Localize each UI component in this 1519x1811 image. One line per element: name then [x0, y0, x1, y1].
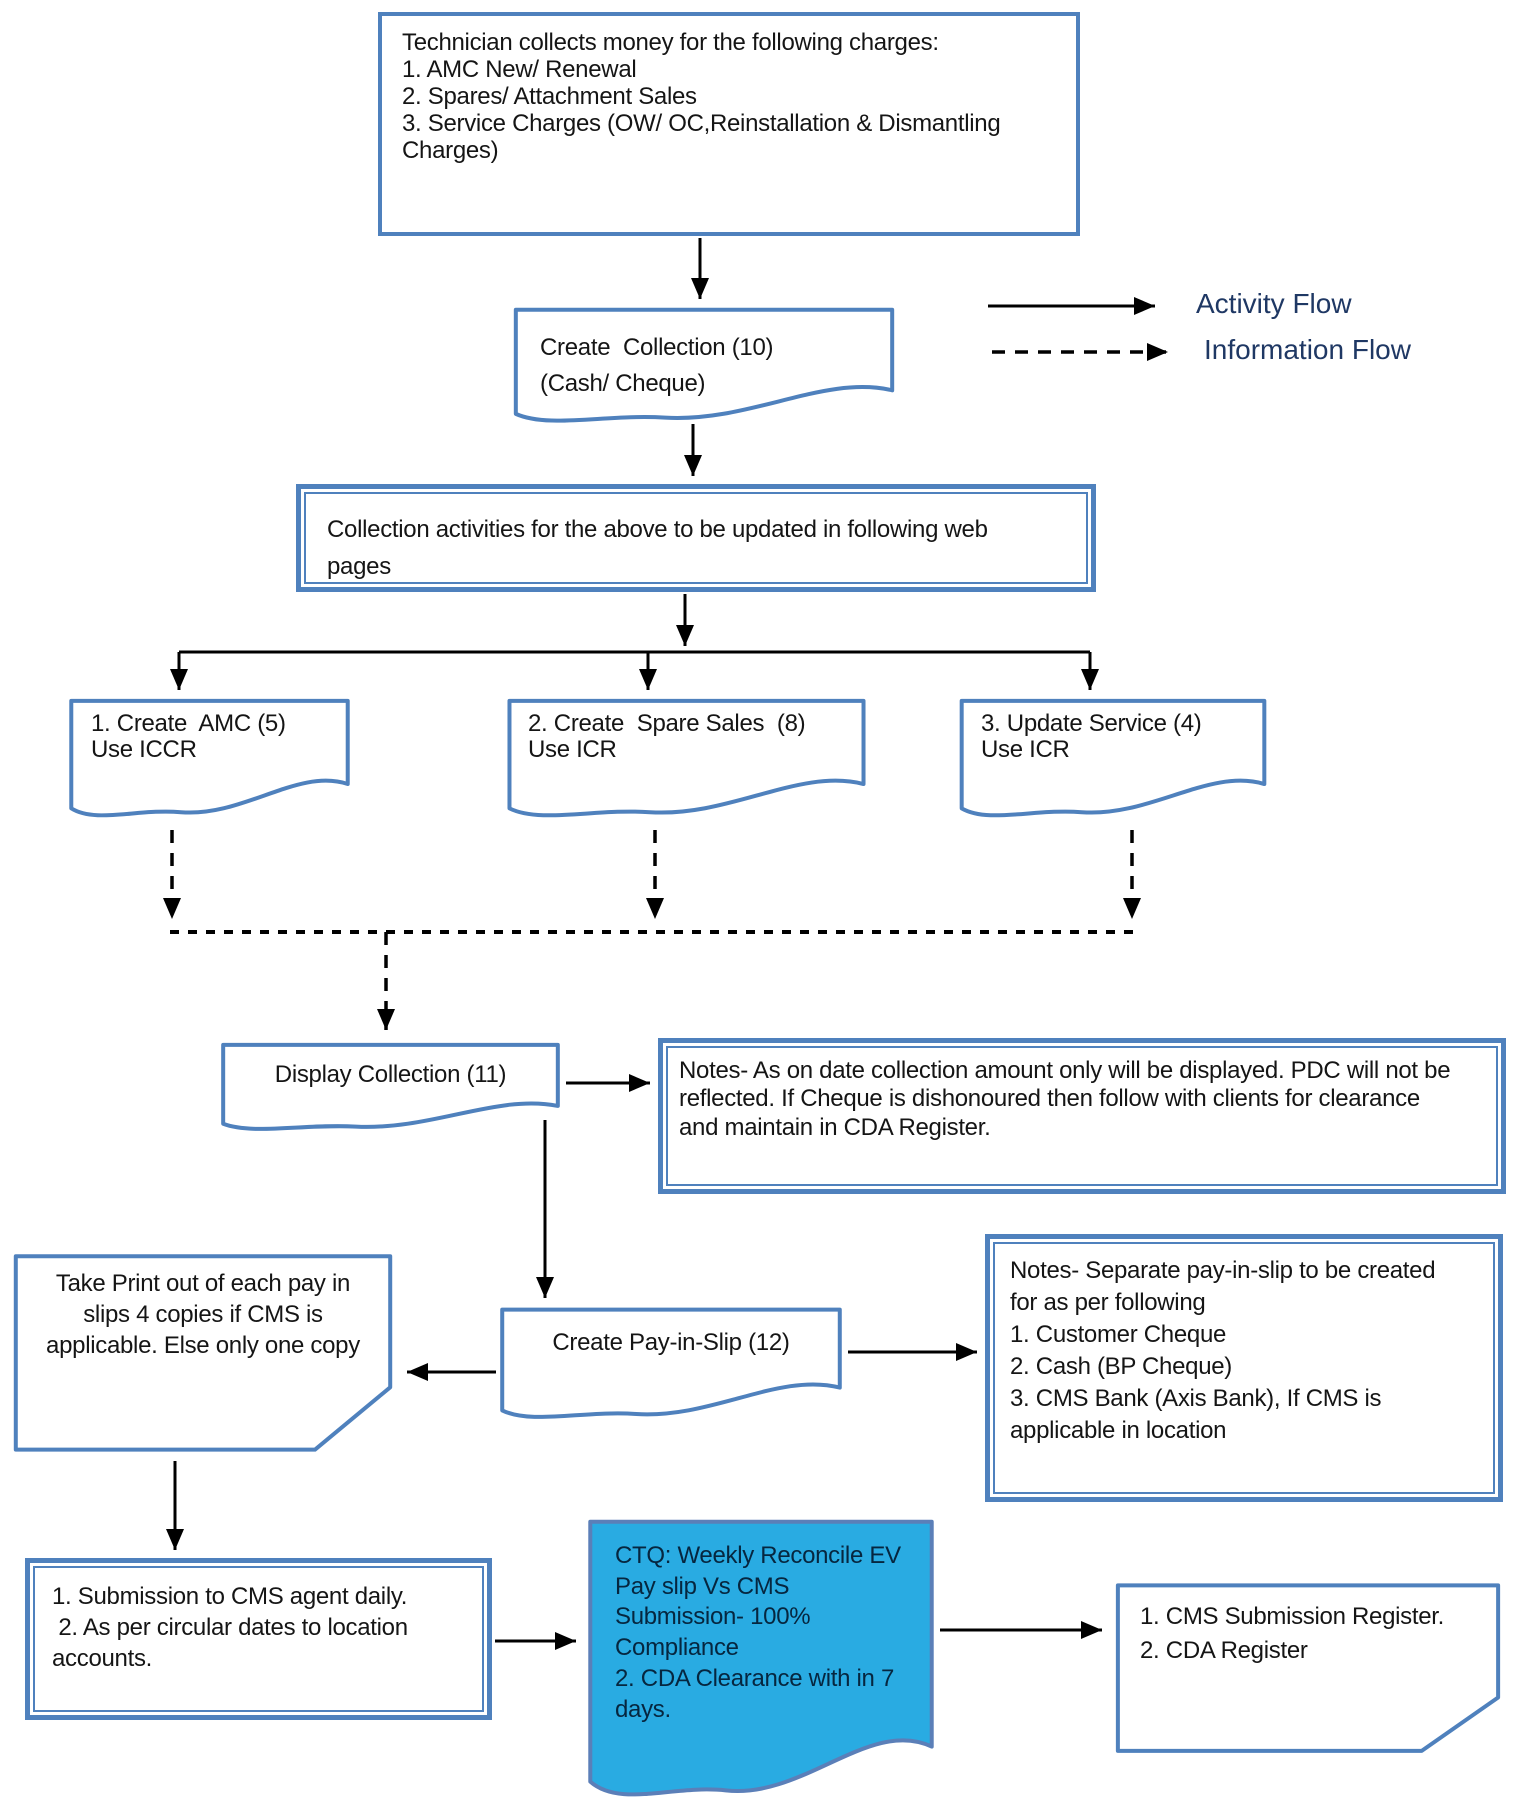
- document-outline: [71, 701, 347, 815]
- document-shape: [497, 1306, 845, 1426]
- node-text: Display Collection (11): [274, 1061, 507, 1088]
- node-text: Notes- Separate pay-in-slip to be create…: [1010, 1257, 1436, 1444]
- node-text: Notes- As on date collection amount only…: [679, 1057, 1451, 1141]
- document-outline: [509, 701, 863, 815]
- flow-node-technician-collects: Technician collects money for the follow…: [378, 12, 1080, 236]
- flow-node-registers: 1. CMS Submission Register. 2. CDA Regis…: [1112, 1580, 1504, 1758]
- node-text: 2. Create Spare Sales (8) Use ICR: [528, 710, 806, 764]
- flow-node-update-service: 3. Update Service (4) Use ICR: [957, 697, 1269, 825]
- document-outline: [962, 701, 1265, 815]
- document-outline: [590, 1522, 931, 1795]
- node-text: Collection activities for the above to b…: [327, 516, 988, 581]
- legend-information-label: Information Flow: [1204, 334, 1411, 365]
- flow-node-collection-activities: Collection activities for the above to b…: [296, 484, 1096, 592]
- flow-node-submission: 1. Submission to CMS agent daily. 2. As …: [25, 1558, 492, 1720]
- node-text: 1. Create AMC (5) Use ICCR: [91, 710, 286, 764]
- document-shape: [218, 1042, 563, 1136]
- document-outline: [223, 1045, 558, 1129]
- flow-node-take-print: Take Print out of each pay in slips 4 co…: [10, 1250, 396, 1458]
- flow-node-ctq: CTQ: Weekly Reconcile EV Pay slip Vs CMS…: [585, 1513, 937, 1805]
- node-text: CTQ: Weekly Reconcile EV Pay slip Vs CMS…: [615, 1542, 901, 1723]
- flow-node-create-spare-sales: 2. Create Spare Sales (8) Use ICR: [504, 697, 869, 825]
- flow-node-create-collection: Create Collection (10) (Cash/ Cheque): [510, 306, 898, 430]
- flow-node-create-pay-in-slip: Create Pay-in-Slip (12): [497, 1306, 845, 1426]
- node-text: 3. Update Service (4) Use ICR: [981, 710, 1202, 764]
- legend-activity-label: Activity Flow: [1196, 288, 1352, 319]
- document-shape: [957, 697, 1269, 825]
- flow-node-create-amc: 1. Create AMC (5) Use ICCR: [67, 697, 352, 825]
- document-shape: [67, 697, 352, 825]
- document-shape: [510, 306, 898, 430]
- card-outline: [1118, 1585, 1498, 1751]
- document-shape: [504, 697, 869, 825]
- card-shape: [10, 1250, 396, 1458]
- document-outline: [502, 1310, 840, 1417]
- document-shape: [585, 1513, 937, 1805]
- flow-node-notes-pay-in-slip: Notes- Separate pay-in-slip to be create…: [985, 1234, 1503, 1502]
- card-outline: [16, 1256, 390, 1449]
- node-text: 1. CMS Submission Register. 2. CDA Regis…: [1140, 1603, 1445, 1664]
- node-text: 1. Submission to CMS agent daily. 2. As …: [52, 1583, 408, 1673]
- card-shape: [1112, 1580, 1504, 1758]
- node-text: Create Collection (10) (Cash/ Cheque): [540, 334, 774, 397]
- document-outline: [516, 310, 892, 421]
- node-text: Technician collects money for the follow…: [402, 29, 1001, 164]
- node-text: Take Print out of each pay in slips 4 co…: [46, 1270, 360, 1360]
- flow-node-notes-display: Notes- As on date collection amount only…: [658, 1038, 1506, 1194]
- flow-node-display-collection: Display Collection (11): [218, 1042, 563, 1136]
- node-text: Create Pay-in-Slip (12): [552, 1329, 790, 1356]
